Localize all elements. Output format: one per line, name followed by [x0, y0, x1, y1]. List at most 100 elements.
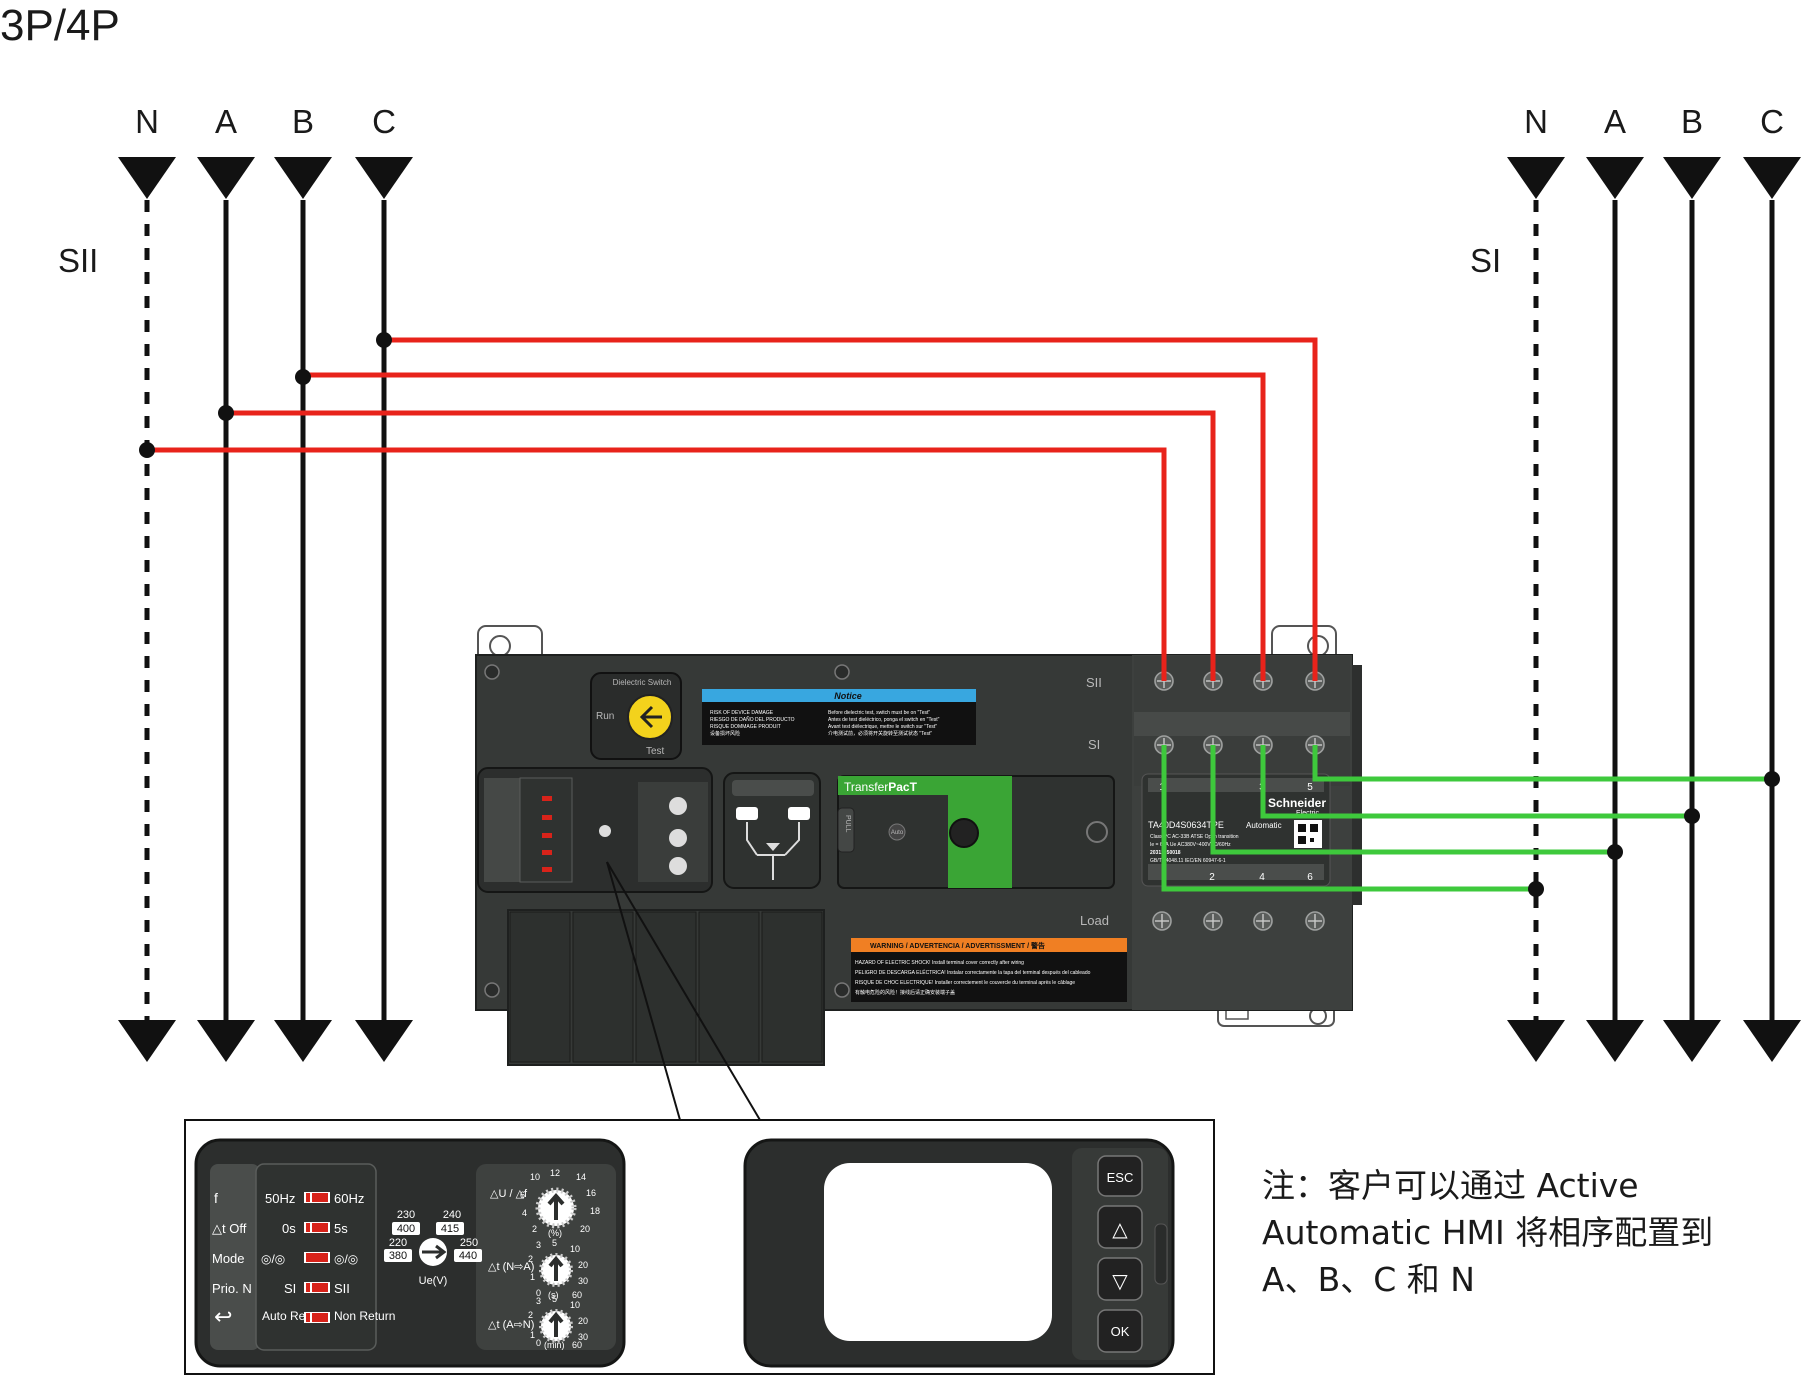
dial-2-tick-3: 3 — [536, 1240, 541, 1250]
nameplate-line5: GB/T 14048.11 IEC/EN 60947-6-1 — [1150, 858, 1226, 864]
left-phase-a-label: A — [215, 103, 237, 140]
setting-row-mode-label: Mode — [212, 1251, 245, 1266]
dial-1-tick-6: 6 — [520, 1190, 525, 1200]
voltage-415: 415 — [441, 1223, 459, 1235]
dial-3-tick-10: 10 — [570, 1300, 580, 1310]
voltage-250: 250 — [460, 1237, 478, 1249]
notice-right-2: Antes de test dieléctrico, ponga el swit… — [828, 717, 940, 723]
dip-switch-f[interactable] — [304, 1192, 330, 1203]
auto-label: Auto — [891, 830, 904, 836]
dial-2-unit: (s) — [548, 1290, 559, 1300]
dial-3-tick-20: 20 — [578, 1316, 588, 1326]
dial-2-tick-5: 5 — [552, 1238, 557, 1248]
sii-wire-n — [147, 447, 1167, 681]
sii-wire-c — [384, 337, 1318, 681]
terminal-si-label: SI — [1088, 737, 1100, 752]
f-right-option: 60Hz — [334, 1191, 364, 1206]
dial-1-label: △U / △f — [490, 1188, 528, 1200]
setting-row-toff-label: △t Off — [212, 1221, 247, 1236]
dielectric-switch-title: Dielectric Switch — [613, 678, 672, 687]
prio-right-option: SII — [334, 1281, 350, 1296]
source-ii-wiring — [147, 337, 1318, 681]
f-left-option: 50Hz — [265, 1191, 295, 1206]
hmi-ok-button[interactable]: OK — [1097, 1309, 1143, 1353]
right-phase-b-label: B — [1681, 103, 1703, 140]
dial-2-tick-60: 60 — [572, 1290, 582, 1300]
hmi-esc-button[interactable]: ESC — [1097, 1155, 1143, 1197]
dial-3-tick-3: 3 — [536, 1296, 541, 1306]
warning-header: WARNING / ADVERTENCIA / ADVERTISSMENT / … — [870, 941, 1045, 950]
note-line-2: Automatic HMI 将相序配置到 — [1262, 1213, 1714, 1252]
mode-left-option: ◎/◎ — [261, 1252, 285, 1266]
notice-left-3: RISQUE DOMMAGE PRODUIT — [710, 724, 781, 730]
voltage-400: 400 — [397, 1223, 415, 1235]
notice-right-1: Before dielectric test, switch must be o… — [828, 710, 930, 716]
dip-switch-prio[interactable] — [304, 1282, 330, 1293]
voltage-440: 440 — [459, 1250, 477, 1262]
notice-header: Notice — [834, 691, 862, 701]
hmi-up-button[interactable]: △ — [1097, 1205, 1143, 1249]
brand-label: TransferPacT — [844, 780, 918, 794]
dial-3-tick-0: 0 — [536, 1338, 541, 1348]
device-nameplate — [1141, 773, 1331, 887]
si-wire-b — [1260, 745, 1692, 819]
hmi-down-label: ▽ — [1112, 1271, 1128, 1293]
si-wire-a — [1210, 745, 1615, 855]
right-phase-n-label: N — [1524, 103, 1548, 140]
transfer-switch-device: Dielectric Switch Run Test Notice RISK O… — [475, 625, 1362, 1066]
left-phase-n-label: N — [135, 103, 159, 140]
dial-1-tick-2: 2 — [532, 1224, 537, 1234]
warning-line-4: 有触电危险的风险！接线后请正确安装端子盖 — [855, 989, 955, 996]
dip-switch-toff[interactable] — [304, 1222, 330, 1233]
dielectric-run-label: Run — [596, 711, 614, 722]
dial-1-tick-18: 18 — [590, 1206, 600, 1216]
dial-3-unit: (min) — [544, 1340, 565, 1350]
dielectric-test-label: Test — [646, 746, 665, 757]
mode-right-option: ◎/◎ — [334, 1252, 358, 1266]
dial-3-tick-1: 1 — [530, 1330, 535, 1340]
notice-left-4: 设备损坏风险 — [710, 730, 740, 737]
setting-row-f-label: f — [214, 1190, 218, 1206]
dial-1-tick-10: 10 — [530, 1172, 540, 1182]
dial-3-tick-30: 30 — [578, 1332, 588, 1342]
voltage-380: 380 — [389, 1250, 407, 1262]
dial-2-tick-30: 30 — [578, 1276, 588, 1286]
dial-3-tick-60: 60 — [572, 1340, 582, 1350]
diagram-title: 3P/4P — [0, 1, 120, 50]
right-source-label: SI — [1470, 242, 1501, 279]
sii-wire-a — [226, 410, 1216, 681]
sii-wire-b — [303, 372, 1266, 681]
dial-1-tick-4: 4 — [522, 1208, 527, 1218]
hmi-panel-detail: ESC △ ▽ OK — [743, 1138, 1175, 1368]
dip-switch-mode[interactable] — [304, 1252, 330, 1263]
return-right-option: Non Return — [334, 1309, 395, 1323]
dip-switch-return[interactable] — [304, 1312, 330, 1323]
dial-1-unit: (%) — [548, 1228, 562, 1238]
dial-3-tick-2: 2 — [528, 1310, 533, 1320]
voltage-unit: Ue(V) — [419, 1275, 448, 1287]
terminal-num-5: 5 — [1307, 782, 1313, 793]
dial-2-tick-20: 20 — [578, 1260, 588, 1270]
notice-right-3: Avant test diélectrique, mettre le switc… — [828, 724, 937, 730]
dial-1-tick-12: 12 — [550, 1168, 560, 1178]
right-phase-a-label: A — [1604, 103, 1626, 140]
model-mode: Automatic — [1246, 821, 1282, 830]
note-line-1: 注：客户可以通过 Active — [1262, 1166, 1639, 1205]
pull-label: PULL — [844, 815, 851, 833]
hmi-display-screen — [824, 1163, 1052, 1341]
nameplate-line3: Ie = 63A Ue AC380V~400V 50/60Hz — [1150, 842, 1231, 848]
dial-2-tick-1: 1 — [530, 1272, 535, 1282]
setting-row-prio-label: Prio. N — [212, 1281, 252, 1296]
dial-3-label: △t (A⇨N) — [488, 1319, 534, 1331]
voltage-220: 220 — [389, 1237, 407, 1249]
notice-right-4: 介电测试前，必须将开关旋转至测试状态 "Test" — [828, 730, 932, 737]
left-source-label: SII — [58, 242, 98, 279]
right-phase-c-label: C — [1760, 103, 1784, 140]
left-source-busbars: SII N A B C — [58, 103, 413, 1062]
hmi-down-button[interactable]: ▽ — [1097, 1257, 1143, 1301]
notice-left-2: RIESGO DE DAÑO DEL PRODUCTO — [710, 716, 795, 723]
terminal-num-2: 2 — [1209, 872, 1215, 883]
left-phase-b-label: B — [292, 103, 314, 140]
handle-lock[interactable] — [949, 818, 979, 848]
